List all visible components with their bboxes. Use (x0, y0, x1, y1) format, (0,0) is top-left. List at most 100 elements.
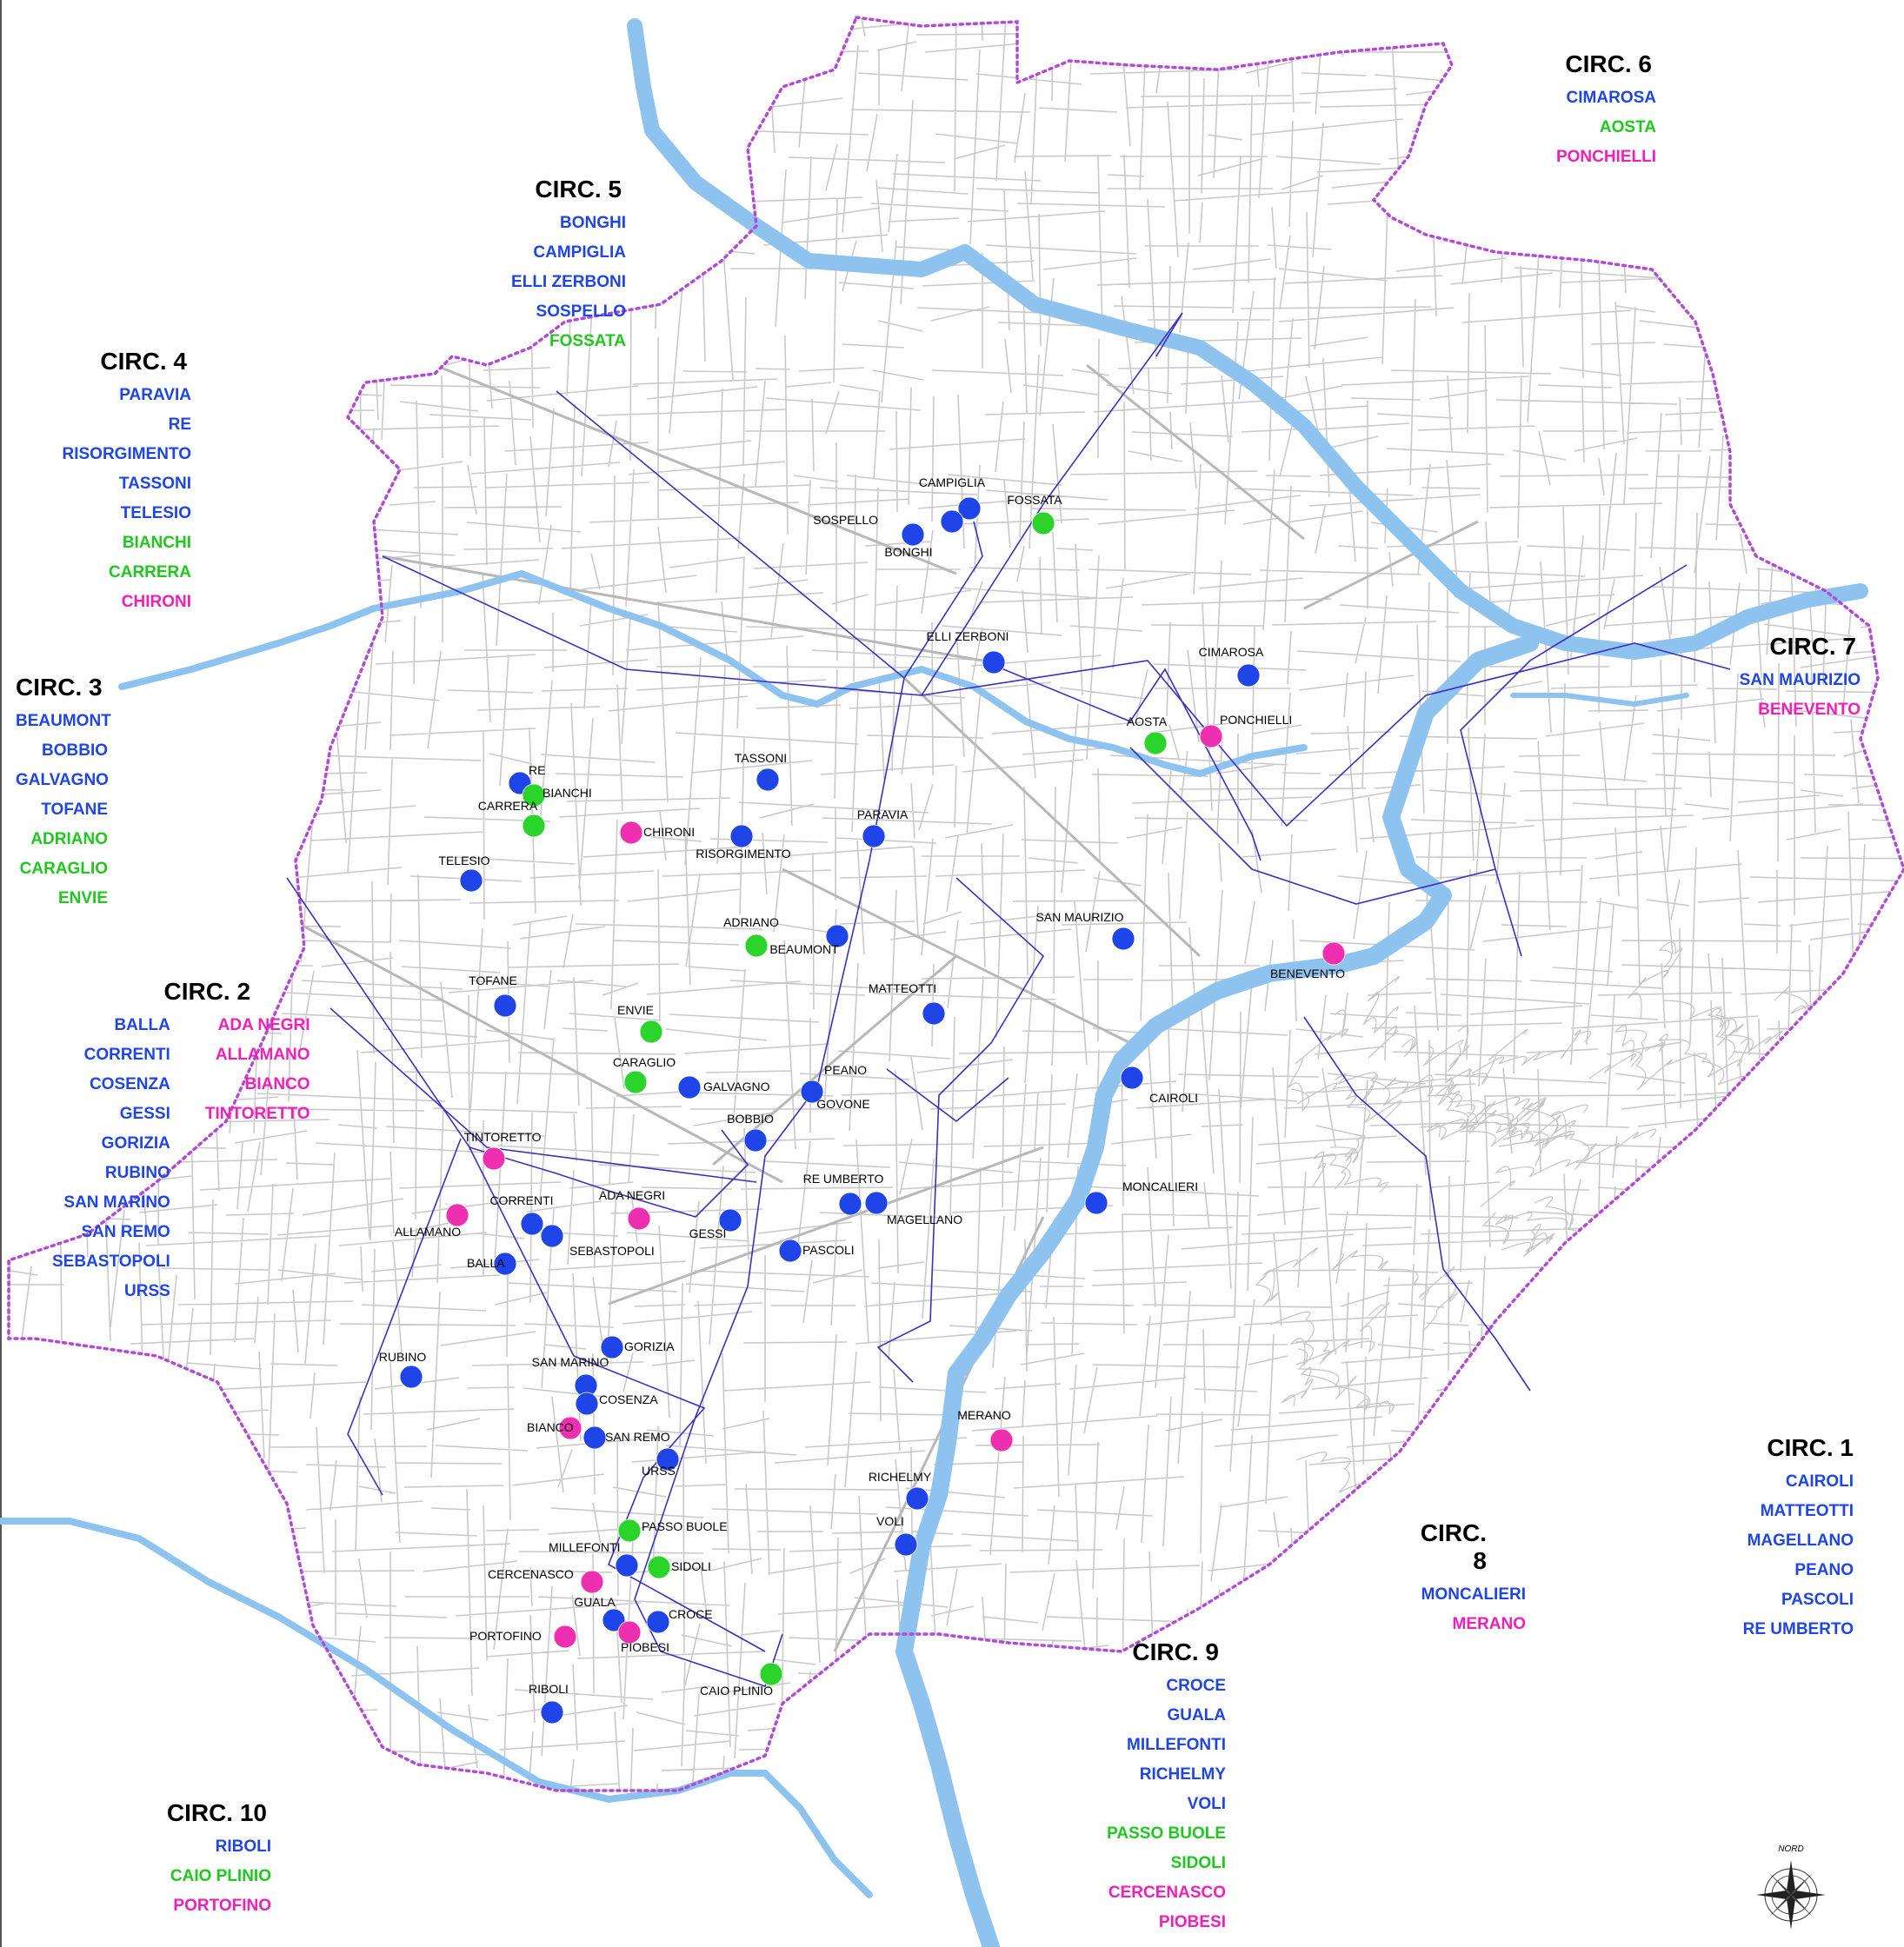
marker-pascoli[interactable]: PASCOLI (778, 1239, 855, 1263)
marker-dot[interactable] (1084, 1191, 1108, 1215)
marker-dot[interactable] (619, 821, 643, 845)
marker-dot[interactable] (617, 1518, 642, 1543)
marker-sospello[interactable]: SOSPELLO (813, 513, 925, 547)
marker-magellano[interactable]: MAGELLANO (864, 1191, 962, 1226)
marker-dot[interactable] (617, 1620, 642, 1645)
marker-dot[interactable] (1143, 731, 1168, 755)
marker-dot[interactable] (575, 1392, 599, 1416)
marker-dot[interactable] (602, 1608, 626, 1632)
marker-san-remo[interactable]: SAN REMO (583, 1425, 670, 1450)
marker-cairoli[interactable]: CAIROLI (1120, 1066, 1198, 1105)
marker-caio-plinio[interactable]: CAIO PLINIO (700, 1662, 783, 1698)
marker-san-marino[interactable]: SAN MARINO (532, 1355, 609, 1398)
marker-re-umberto[interactable]: RE UMBERTO (803, 1172, 884, 1216)
marker-elli-zerboni[interactable]: ELLI ZERBONI (927, 629, 1009, 674)
marker-tintoretto[interactable]: TINTORETTO (464, 1130, 542, 1171)
marker-dot[interactable] (553, 1625, 577, 1649)
marker-croce[interactable]: CROCE (646, 1607, 713, 1634)
marker-dot[interactable] (940, 509, 964, 534)
marker-dot[interactable] (982, 650, 1006, 674)
marker-tofane[interactable]: TOFANE (469, 974, 517, 1018)
marker-matteotti[interactable]: MATTEOTTI (869, 981, 946, 1026)
marker-dot[interactable] (1199, 724, 1223, 748)
marker-dot[interactable] (1031, 511, 1055, 535)
marker-dot[interactable] (1120, 1066, 1144, 1090)
marker-dot[interactable] (1236, 663, 1261, 688)
marker-cercenasco[interactable]: CERCENASCO (488, 1567, 604, 1594)
marker-dot[interactable] (894, 1532, 918, 1557)
marker-sebastopoli[interactable]: SEBASTOPOLI (540, 1224, 655, 1258)
marker-dot[interactable] (838, 1192, 862, 1216)
marker-bianco[interactable]: BIANCO (527, 1416, 583, 1440)
marker-tassoni[interactable]: TASSONI (735, 751, 787, 792)
marker-dot[interactable] (864, 1191, 889, 1215)
marker-gessi[interactable]: GESSI (689, 1208, 742, 1240)
marker-dot[interactable] (800, 1080, 824, 1104)
marker-rubino[interactable]: RUBINO (379, 1350, 427, 1389)
marker-passo-buole[interactable]: PASSO BUOLE (617, 1518, 728, 1543)
marker-dot[interactable] (778, 1239, 802, 1263)
marker-cosenza[interactable]: COSENZA (575, 1392, 658, 1416)
marker-gorizia[interactable]: GORIZIA (600, 1335, 675, 1359)
marker-dot[interactable] (743, 1128, 768, 1153)
marker-dot[interactable] (922, 1001, 946, 1026)
marker-dot[interactable] (580, 1570, 604, 1594)
marker-ponchielli[interactable]: PONCHIELLI (1199, 713, 1292, 748)
marker-balla[interactable]: BALLA (467, 1252, 517, 1276)
marker-dot[interactable] (399, 1365, 423, 1389)
marker-aosta[interactable]: AOSTA (1127, 714, 1168, 755)
marker-fossata[interactable]: FOSSATA (1007, 493, 1062, 535)
marker-dot[interactable] (540, 1224, 564, 1248)
marker-dot[interactable] (583, 1425, 607, 1450)
marker-dot[interactable] (1321, 941, 1346, 966)
marker-dot[interactable] (522, 814, 546, 838)
marker-dot[interactable] (744, 934, 769, 958)
marker-dot[interactable] (627, 1206, 651, 1231)
marker-dot[interactable] (520, 1212, 544, 1236)
marker-campiglia[interactable]: CAMPIGLIA (919, 475, 986, 521)
marker-dot[interactable] (493, 993, 517, 1018)
marker-dot[interactable] (540, 1700, 564, 1724)
marker-dot[interactable] (623, 1070, 648, 1094)
marker-dot[interactable] (558, 1416, 583, 1440)
marker-paravia[interactable]: PARAVIA (857, 807, 909, 848)
marker-telesio[interactable]: TELESIO (438, 854, 490, 893)
marker-sidoli[interactable]: SIDOLI (647, 1555, 711, 1579)
marker-re[interactable]: RE (508, 763, 545, 795)
marker-galvagno[interactable]: GALVAGNO (677, 1075, 770, 1100)
marker-dot[interactable] (459, 868, 483, 893)
marker-dot[interactable] (522, 783, 546, 807)
marker-risorgimento[interactable]: RISORGIMENTO (696, 824, 791, 861)
marker-dot[interactable] (862, 824, 886, 848)
marker-dot[interactable] (656, 1447, 680, 1472)
marker-beaumont[interactable]: BEAUMONT (769, 924, 849, 956)
marker-dot[interactable] (647, 1555, 671, 1579)
marker-dot[interactable] (989, 1428, 1014, 1452)
marker-dot[interactable] (901, 522, 925, 547)
marker-correnti[interactable]: CORRENTI (489, 1193, 554, 1236)
marker-benevento[interactable]: BENEVENTO (1270, 941, 1346, 980)
marker-carrera[interactable]: CARRERA (478, 799, 546, 838)
marker-riboli[interactable]: RIBOLI (529, 1682, 569, 1724)
marker-richelmy[interactable]: RICHELMY (869, 1470, 932, 1511)
marker-san-maurizio[interactable]: SAN MAURIZIO (1035, 910, 1135, 951)
marker-envie[interactable]: ENVIE (617, 1003, 663, 1044)
marker-adriano[interactable]: ADRIANO (723, 915, 779, 958)
marker-govone[interactable]: GOVONE (816, 1097, 869, 1111)
marker-dot[interactable] (759, 1662, 783, 1686)
marker-allamano[interactable]: ALLAMANO (395, 1203, 469, 1239)
marker-peano[interactable]: PEANO (800, 1063, 867, 1104)
marker-caraglio[interactable]: CARAGLIO (613, 1055, 676, 1094)
marker-bonghi[interactable]: BONGHI (884, 509, 964, 559)
marker-dot[interactable] (646, 1610, 670, 1634)
marker-merano[interactable]: MERANO (957, 1408, 1014, 1452)
marker-piobesi[interactable]: PIOBESI (617, 1620, 669, 1654)
marker-dot[interactable] (445, 1203, 469, 1227)
marker-dot[interactable] (615, 1553, 639, 1578)
marker-dot[interactable] (1111, 927, 1135, 951)
marker-dot[interactable] (718, 1208, 742, 1233)
marker-dot[interactable] (677, 1075, 702, 1100)
marker-guala[interactable]: GUALA (574, 1595, 626, 1632)
marker-cimarosa[interactable]: CIMAROSA (1199, 645, 1264, 688)
marker-dot[interactable] (729, 824, 754, 848)
